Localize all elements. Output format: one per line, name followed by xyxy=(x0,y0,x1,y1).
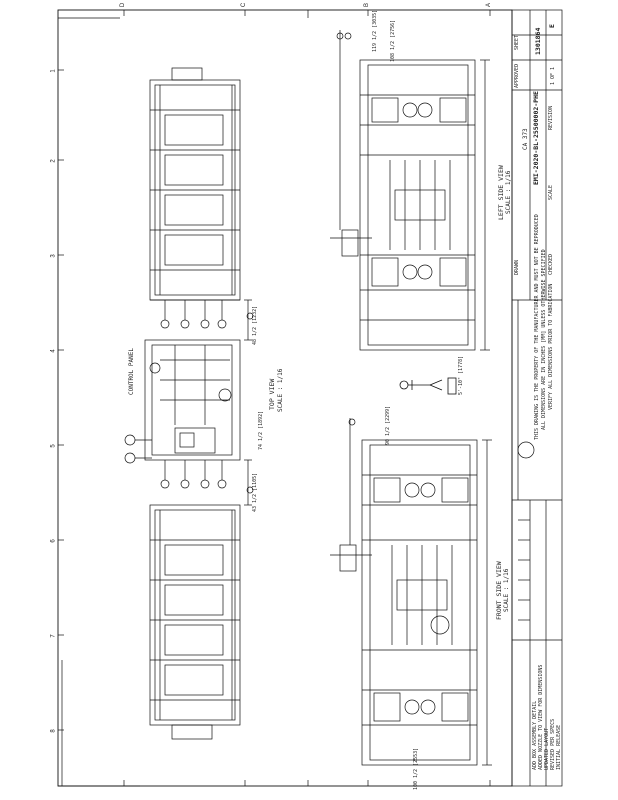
front-side-view xyxy=(330,418,492,766)
front-side-view-title: FRONT SIDE VIEW xyxy=(495,561,503,620)
zone-letter: B xyxy=(364,2,371,8)
front-side-view-scale: SCALE : 1/16 xyxy=(503,568,510,612)
top-view-scale: SCALE : 1/16 xyxy=(277,368,284,412)
human-figure xyxy=(399,377,457,395)
label-approved: APPROVED xyxy=(514,63,520,88)
label-sheet: SHEET xyxy=(514,34,520,50)
note-line: VERIFY ALL DIMENSIONS PRIOR TO FABRICATI… xyxy=(548,283,554,410)
note-line: THIS DRAWING IS THE PROPERTY OF THE MANU… xyxy=(534,214,540,440)
zone-number: 8 xyxy=(50,729,57,733)
note-line: ALL DIMENSIONS ARE IN INCHES [MM] UNLESS… xyxy=(541,249,547,430)
label-revision: REVISION xyxy=(548,105,554,130)
zone-letter: D xyxy=(120,2,127,8)
dim-label-1: 48 1/2 [1232] xyxy=(252,305,258,345)
dim-label-4: 119 1/2 [3035] xyxy=(372,9,378,52)
job-number: 1301864 xyxy=(534,27,542,55)
top-view xyxy=(124,67,254,740)
human-figure-label: 5'-10" [1778] xyxy=(458,355,464,395)
dim-label-6: 90 1/2 [2299] xyxy=(385,405,391,445)
left-side-view-title: LEFT SIDE VIEW xyxy=(497,165,505,220)
left-side-view xyxy=(330,30,490,351)
dim-label-3: 43 1/2 [1105] xyxy=(252,472,258,512)
dim-label-7: 100 1/2 [2553] xyxy=(413,747,419,790)
zone-number: 2 xyxy=(50,159,57,163)
revision-letter: E xyxy=(548,24,556,28)
zone-ticks xyxy=(58,10,491,786)
sheet-number: 1 OF 1 xyxy=(550,66,556,85)
drawing-number: EMI-2020-BL-25500002-PHE xyxy=(532,91,540,185)
title-block-lines xyxy=(511,9,563,787)
zone-letter: A xyxy=(486,2,493,8)
zone-number: 3 xyxy=(50,254,57,258)
zone-letter: C xyxy=(241,2,248,8)
dim-label-5: 108 1/2 [2756] xyxy=(390,19,396,62)
label-drawn: DRAWN xyxy=(514,259,520,275)
doc-ref: CA 373 xyxy=(522,128,529,150)
sheet-border xyxy=(57,9,513,787)
dim-label-2: 74 1/2 [1892] xyxy=(258,410,264,450)
zone-number: 6 xyxy=(50,539,57,543)
revision-note: INITIAL RELEASE xyxy=(556,724,562,770)
zone-number: 4 xyxy=(50,349,57,353)
left-side-view-scale: SCALE : 1/16 xyxy=(505,170,512,214)
zone-number: 5 xyxy=(50,444,57,448)
label-checked: CHECKED xyxy=(548,253,554,275)
label-scale: SCALE xyxy=(548,184,554,200)
zone-number: 1 xyxy=(50,69,57,73)
top-view-title: TOP VIEW xyxy=(268,378,276,410)
zone-number: 7 xyxy=(50,634,57,638)
callout-control-panel: CONTROL PANEL xyxy=(128,348,135,395)
